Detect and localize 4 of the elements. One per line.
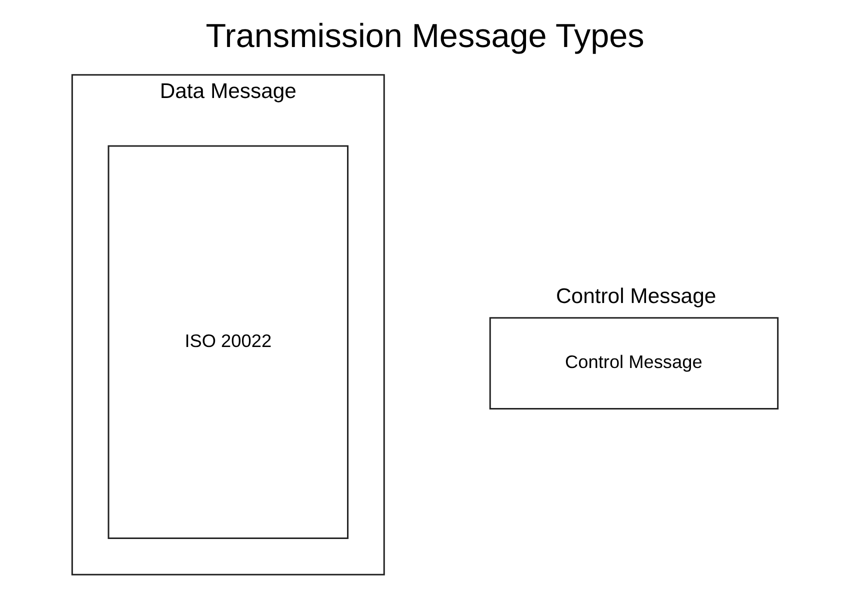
diagram-title: Transmission Message Types (205, 18, 644, 56)
node-label: Control Message (555, 285, 716, 308)
node-box: ISO 20022 (107, 145, 348, 539)
node-box: Control Message (488, 317, 778, 410)
